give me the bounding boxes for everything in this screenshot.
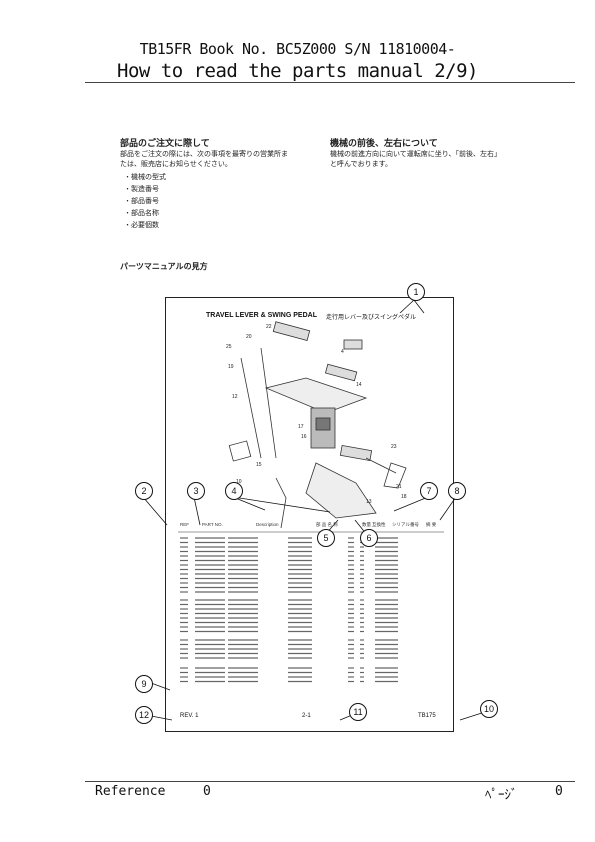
- sample-manual-page: TRAVEL LEVER & SWING PEDAL 走行用レバー及びスイングペ…: [165, 297, 454, 732]
- page-label: ﾍﾟｰｼﾞ: [485, 788, 518, 803]
- ordering-title: 部品のご注文に際して: [120, 139, 210, 149]
- callout-10: 10: [480, 700, 498, 718]
- exploded-diagram: 25 20 22 19 12 4 14 17 16 23 21 18 13 15 10 REF PAR…: [178, 321, 444, 533]
- svg-text:17: 17: [298, 424, 304, 430]
- ordering-item: ・必要個数: [124, 221, 159, 229]
- callout-3: 3: [187, 482, 205, 500]
- section-title: パーツマニュアルの見方: [120, 262, 208, 271]
- ordering-item: ・部品名称: [124, 209, 159, 217]
- direction-body-1: 機械の前進方向に向いて運転席に坐り、「前後、左右」: [330, 150, 502, 158]
- manual-title-jp: 走行用レバー及びスイングペダル: [326, 314, 417, 321]
- page-value: 0: [555, 784, 563, 799]
- callout-12: 12: [135, 706, 153, 724]
- svg-text:12: 12: [232, 394, 238, 400]
- callout-9: 9: [135, 675, 153, 693]
- svg-text:互換性: 互換性: [372, 521, 386, 528]
- callout-8: 8: [448, 482, 466, 500]
- reference-label: Reference: [95, 784, 166, 799]
- direction-body-2: と呼んでおります。: [330, 160, 392, 168]
- svg-text:摘 要: 摘 要: [426, 521, 437, 528]
- callout-5: 5: [317, 529, 335, 547]
- svg-text:16: 16: [301, 434, 307, 440]
- svg-text:REF: REF: [180, 522, 189, 527]
- svg-text:18: 18: [401, 494, 407, 500]
- header-title: TB15FR Book No. BC5Z000 S/N 11810004-: [139, 40, 456, 58]
- svg-text:10: 10: [236, 479, 242, 485]
- manual-title: TRAVEL LEVER & SWING PEDAL: [206, 312, 317, 319]
- ordering-item: ・機械の型式: [124, 173, 166, 181]
- manual-fig-code: TB175: [418, 713, 436, 719]
- svg-text:20: 20: [246, 334, 252, 340]
- svg-text:Description: Description: [256, 522, 279, 527]
- svg-text:19: 19: [228, 364, 234, 370]
- callout-4: 4: [225, 482, 243, 500]
- svg-text:数量: 数量: [362, 521, 371, 528]
- svg-text:23: 23: [391, 444, 397, 450]
- direction-section: 機械の前後、左右について 機械の前進方向に向いて運転席に坐り、「前後、左右」 と…: [330, 139, 550, 169]
- svg-text:15: 15: [256, 462, 262, 468]
- callout-6: 6: [360, 529, 378, 547]
- svg-text:PART NO.: PART NO.: [202, 522, 223, 527]
- callout-1: 1: [407, 283, 425, 301]
- callout-7: 7: [420, 482, 438, 500]
- svg-text:22: 22: [266, 324, 272, 330]
- header-subtitle: How to read the parts manual 2/9): [117, 60, 479, 82]
- svg-text:14: 14: [356, 382, 362, 388]
- svg-text:4: 4: [341, 349, 344, 355]
- svg-text:13: 13: [366, 499, 372, 505]
- ordering-item: ・製造番号: [124, 185, 159, 193]
- ordering-section: 部品のご注文に際して 部品をご注文の際には、次の事項を最寄りの営業所ま たは、販…: [120, 139, 320, 231]
- svg-text:21: 21: [396, 484, 402, 490]
- manual-revision: REV. 1: [180, 713, 199, 719]
- direction-title: 機械の前後、左右について: [330, 139, 438, 149]
- ordering-body-2: たは、販売店にお知らせください。: [120, 160, 232, 168]
- svg-text:25: 25: [226, 344, 232, 350]
- footer-rule: [85, 781, 575, 782]
- callout-2: 2: [135, 482, 153, 500]
- callout-11: 11: [349, 703, 367, 721]
- reference-value: 0: [203, 784, 211, 799]
- ordering-body-1: 部品をご注文の際には、次の事項を最寄りの営業所ま: [120, 150, 288, 158]
- ordering-item: ・部品番号: [124, 197, 159, 205]
- svg-text:部 品 名 称: 部 品 名 称: [316, 521, 338, 528]
- manual-page-number: 2-1: [302, 713, 311, 719]
- header-rule: [85, 82, 575, 83]
- svg-text:シリアル番号: シリアル番号: [392, 521, 419, 528]
